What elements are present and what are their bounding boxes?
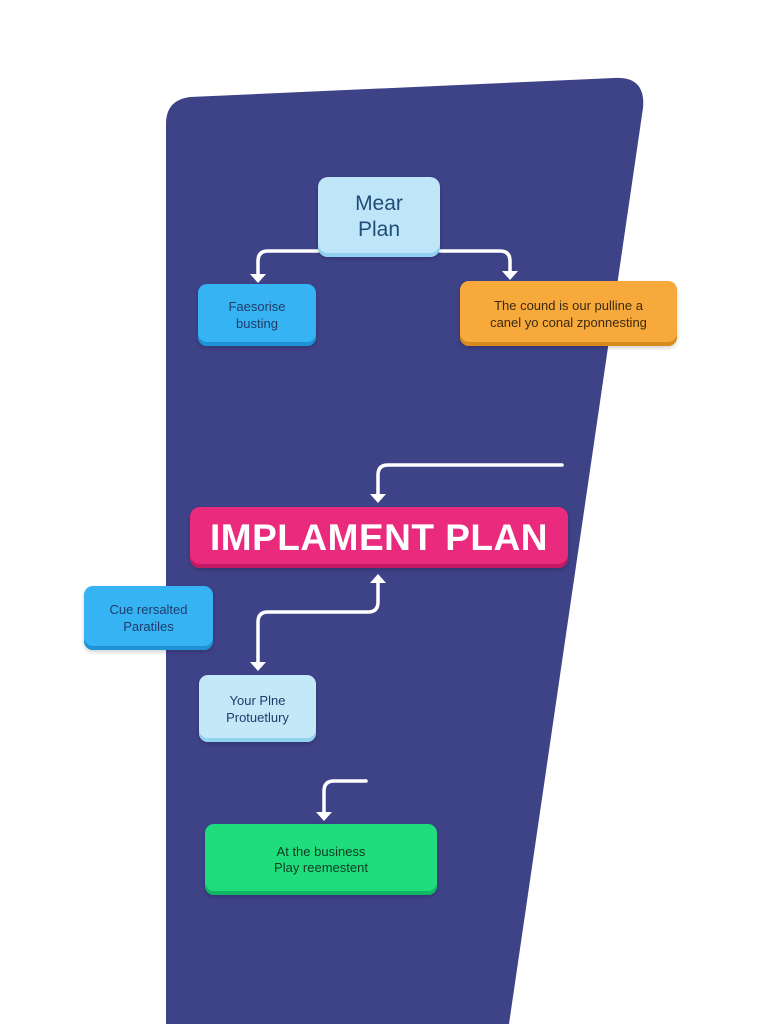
arrowhead-main-bottom bbox=[370, 574, 386, 583]
plan-step-node: Your Plne Protuetlury bbox=[199, 675, 316, 742]
left-step-label: Faesorise busting bbox=[228, 299, 286, 331]
implement-plan-label: IMPLAMENT PLAN bbox=[210, 516, 548, 558]
arrowhead-main-top bbox=[370, 494, 386, 503]
left-step-node: Faesorise busting bbox=[198, 284, 316, 346]
business-step-node: At the business Play reemestent bbox=[205, 824, 437, 895]
business-step-label: At the business Play reemestent bbox=[274, 843, 368, 875]
connector-incoming-to-green bbox=[322, 779, 368, 816]
connector-title-to-left bbox=[256, 249, 320, 278]
arrowhead-plan bbox=[250, 662, 266, 671]
arrowhead-left bbox=[250, 274, 266, 283]
side-step-label: Cue rersalted Paratiles bbox=[109, 602, 188, 634]
arrowhead-right bbox=[502, 271, 518, 280]
side-step-node: Cue rersalted Paratiles bbox=[84, 586, 213, 650]
right-step-label: The cound is our pulline a canel yo cona… bbox=[490, 297, 647, 330]
plan-title-label: Mear Plan bbox=[355, 192, 403, 241]
connector-plan-to-main bbox=[256, 578, 380, 666]
connector-incoming-to-main bbox=[376, 463, 564, 499]
right-step-node: The cound is our pulline a canel yo cona… bbox=[460, 281, 677, 346]
arrowhead-green bbox=[316, 812, 332, 821]
connector-title-to-right bbox=[438, 249, 512, 276]
plan-title-node: Mear Plan bbox=[318, 177, 440, 257]
implement-plan-node: IMPLAMENT PLAN bbox=[190, 507, 568, 568]
plan-step-label: Your Plne Protuetlury bbox=[226, 692, 289, 725]
